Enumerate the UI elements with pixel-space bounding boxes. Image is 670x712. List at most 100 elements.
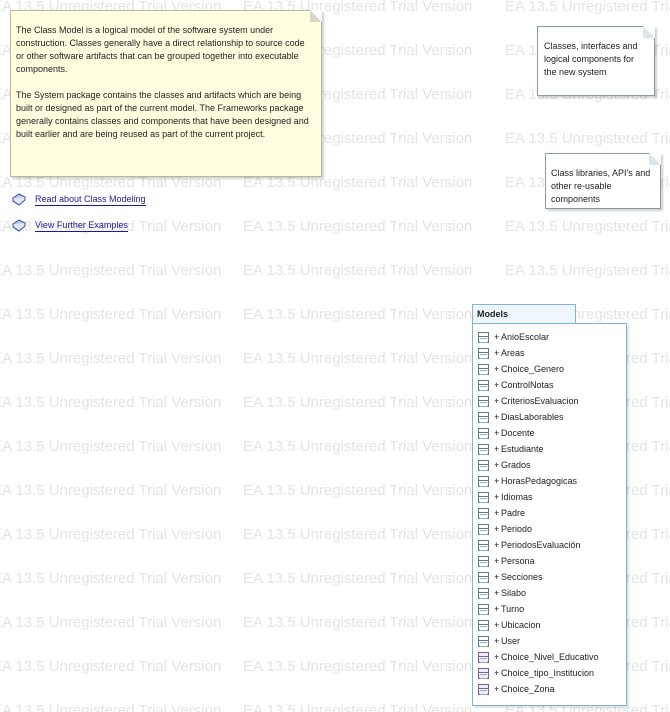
watermark-text: EA 13.5 Unregistered Trial Version [0,306,222,323]
package-item[interactable]: +Choice_Nivel_Educativo [478,649,626,665]
package-item-name: Choice_tipo_Institucion [501,668,595,678]
visibility-marker: + [494,332,500,342]
class-icon [478,460,489,471]
note-fold-corner [310,10,322,22]
visibility-marker: + [494,396,500,406]
watermark-text: EA 13.5 Unregistered Trial Version [243,438,473,455]
watermark-text: EA 13.5 Unregistered Trial Version [0,262,222,279]
class-icon [478,348,489,359]
class-icon [478,476,489,487]
package-item[interactable]: +Areas [478,345,626,361]
package-item[interactable]: +Turno [478,601,626,617]
package-item-name: Areas [501,348,525,358]
class-icon [478,588,489,599]
class-icon [478,332,489,343]
watermark-text: EA 13.5 Unregistered Trial Version [0,570,222,587]
watermark-text: EA 13.5 Unregistered Trial Version [243,350,473,367]
visibility-marker: + [494,540,500,550]
package-item[interactable]: +DiasLaborables [478,409,626,425]
watermark-text: EA 13.5 Unregistered Trial Version [0,482,222,499]
watermark-text: EA 13.5 Unregistered Trial Version [505,262,670,279]
class-icon [478,604,489,615]
package-tab[interactable]: Models [472,304,576,324]
package-item[interactable]: +PeriodosEvaluación [478,537,626,553]
classes-note-text: Classes, interfaces and logical componen… [544,41,638,77]
package-item-name: User [501,636,521,646]
visibility-marker: + [494,444,500,454]
watermark-text: EA 13.5 Unregistered Trial Version [0,350,222,367]
package-item[interactable]: +Grados [478,457,626,473]
package-item[interactable]: +Choice_tipo_Institucion [478,665,626,681]
watermark-text: EA 13.5 Unregistered Trial Version [243,306,473,323]
package-item[interactable]: +Choice_Zona [478,681,626,697]
note-fold-corner [649,153,661,165]
watermark-text: EA 13.5 Unregistered Trial Version [243,262,473,279]
package-item[interactable]: +AnioEscolar [478,329,626,345]
package-item-name: Ubicacion [501,620,541,630]
package-item-name: AnioEscolar [501,332,550,342]
package-item[interactable]: +ControlNotas [478,377,626,393]
package-item-name: CriteriosEvaluacion [501,396,579,406]
view-further-examples-link[interactable]: View Further Examples [35,220,128,232]
package-item[interactable]: +User [478,633,626,649]
package-item-name: Silabo [501,588,527,598]
book-icon [12,193,26,206]
watermark-text: EA 13.5 Unregistered Trial Version [0,658,222,675]
package-item-name: Persona [501,556,535,566]
package-item-name: Turno [501,604,525,614]
watermark-text: EA 13.5 Unregistered Trial Version [243,702,473,712]
class-icon [478,444,489,455]
note-paragraph: The System package contains the classes … [16,90,309,139]
enumeration-icon [478,668,489,679]
package-item[interactable]: +CriteriosEvaluacion [478,393,626,409]
classes-note[interactable]: Classes, interfaces and logical componen… [537,26,655,96]
package-name: Models [477,309,509,319]
visibility-marker: + [494,652,500,662]
class-icon [478,508,489,519]
enumeration-icon [478,684,489,695]
visibility-marker: + [494,588,500,598]
package-item[interactable]: +Secciones [478,569,626,585]
package-item[interactable]: +Choice_Genero [478,361,626,377]
package-item-name: Choice_Genero [501,364,565,374]
watermark-text: EA 13.5 Unregistered Trial Version [505,218,670,235]
package-item[interactable]: +Estudiante [478,441,626,457]
visibility-marker: + [494,380,500,390]
watermark-text: EA 13.5 Unregistered Trial Version [243,218,473,235]
visibility-marker: + [494,348,500,358]
watermark-text: EA 13.5 Unregistered Trial Version [243,482,473,499]
watermark-text: EA 13.5 Unregistered Trial Version [243,614,473,631]
package-item[interactable]: +Idiomas [478,489,626,505]
watermark-text: EA 13.5 Unregistered Trial Version [243,526,473,543]
package-item[interactable]: +Padre [478,505,626,521]
visibility-marker: + [494,508,500,518]
watermark-text: EA 13.5 Unregistered Trial Version [0,702,222,712]
package-item[interactable]: +Silabo [478,585,626,601]
package-item-name: Idiomas [501,492,533,502]
visibility-marker: + [494,428,500,438]
package-item-name: Estudiante [501,444,544,454]
package-item[interactable]: +Docente [478,425,626,441]
package-item-name: HorasPedagogicas [501,476,578,486]
package-item-name: Secciones [501,572,543,582]
package-item[interactable]: +Persona [478,553,626,569]
enumeration-icon [478,652,489,663]
libraries-note[interactable]: Class libraries, API's and other re-usab… [545,153,661,209]
class-model-note[interactable]: The Class Model is a logical model of th… [10,10,322,177]
visibility-marker: + [494,636,500,646]
package-item-name: PeriodosEvaluación [501,540,581,550]
package-models[interactable]: +AnioEscolar+Areas+Choice_Genero+Control… [472,323,627,706]
package-item[interactable]: +HorasPedagogicas [478,473,626,489]
class-icon [478,396,489,407]
watermark-text: EA 13.5 Unregistered Trial Version [0,394,222,411]
watermark-text: EA 13.5 Unregistered Trial Version [243,658,473,675]
package-item-name: Grados [501,460,531,470]
note-paragraph: The Class Model is a logical model of th… [16,25,305,74]
class-icon [478,620,489,631]
read-class-modeling-link[interactable]: Read about Class Modeling [35,194,146,206]
visibility-marker: + [494,572,500,582]
package-item[interactable]: +Periodo [478,521,626,537]
package-item[interactable]: +Ubicacion [478,617,626,633]
visibility-marker: + [494,684,500,694]
visibility-marker: + [494,556,500,566]
